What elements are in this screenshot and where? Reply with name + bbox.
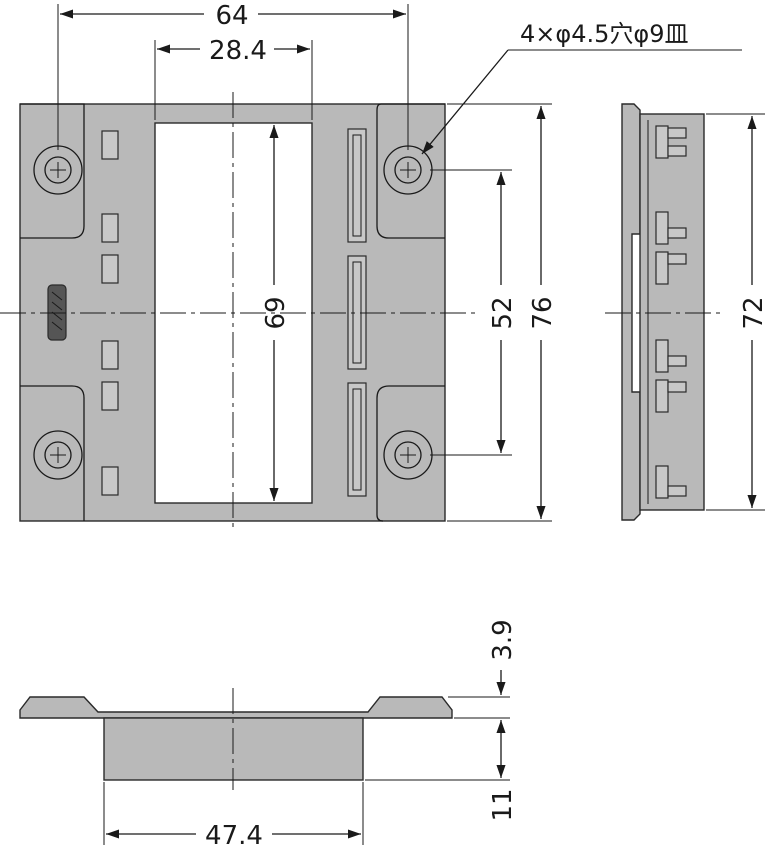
dim-side-height: 72 bbox=[706, 113, 765, 511]
side-view bbox=[605, 103, 720, 521]
side-tabs bbox=[647, 120, 687, 504]
dim-hole-pitch-height: 52 bbox=[430, 169, 518, 456]
dim-opening-width-label: 28.4 bbox=[209, 36, 267, 66]
dim-opening-width: 28.4 bbox=[154, 36, 313, 120]
hole-callout-text: 4×φ4.5穴φ9皿 bbox=[520, 20, 688, 48]
right-slots bbox=[347, 128, 367, 497]
dim-body-width-label: 47.4 bbox=[205, 821, 263, 850]
dim-hole-pitch-width-label: 64 bbox=[215, 1, 248, 31]
left-slots bbox=[101, 130, 119, 496]
dim-hole-pitch-width: 64 bbox=[57, 1, 409, 150]
corner-panel-bottom-left bbox=[20, 385, 85, 521]
dim-hole-pitch-height-label: 52 bbox=[488, 296, 518, 329]
side-body bbox=[639, 113, 705, 511]
dim-opening-height: 69 bbox=[261, 125, 291, 501]
corner-panel-top-right bbox=[376, 103, 445, 239]
side-flange bbox=[621, 103, 641, 521]
corner-panel-top-left bbox=[20, 103, 85, 239]
dim-overall-height: 76 bbox=[447, 103, 558, 522]
dim-flange-thickness-label: 3.9 bbox=[488, 619, 518, 660]
dim-overall-height-label: 76 bbox=[528, 296, 558, 329]
dim-opening-height-label: 69 bbox=[261, 296, 291, 329]
mount-hole-bottom-left bbox=[33, 430, 83, 480]
front-view bbox=[0, 92, 475, 528]
dim-flange-thickness: 3.9 bbox=[448, 619, 518, 719]
dim-body-width: 47.4 bbox=[103, 782, 364, 850]
dim-side-height-label: 72 bbox=[739, 296, 765, 329]
dim-body-depth: 11 bbox=[365, 720, 518, 822]
corner-panel-bottom-right bbox=[376, 385, 445, 522]
dim-body-depth-label: 11 bbox=[488, 788, 518, 821]
bottom-flange bbox=[19, 696, 453, 719]
hole-callout: 4×φ4.5穴φ9皿 bbox=[421, 20, 742, 155]
bottom-view bbox=[19, 688, 453, 790]
